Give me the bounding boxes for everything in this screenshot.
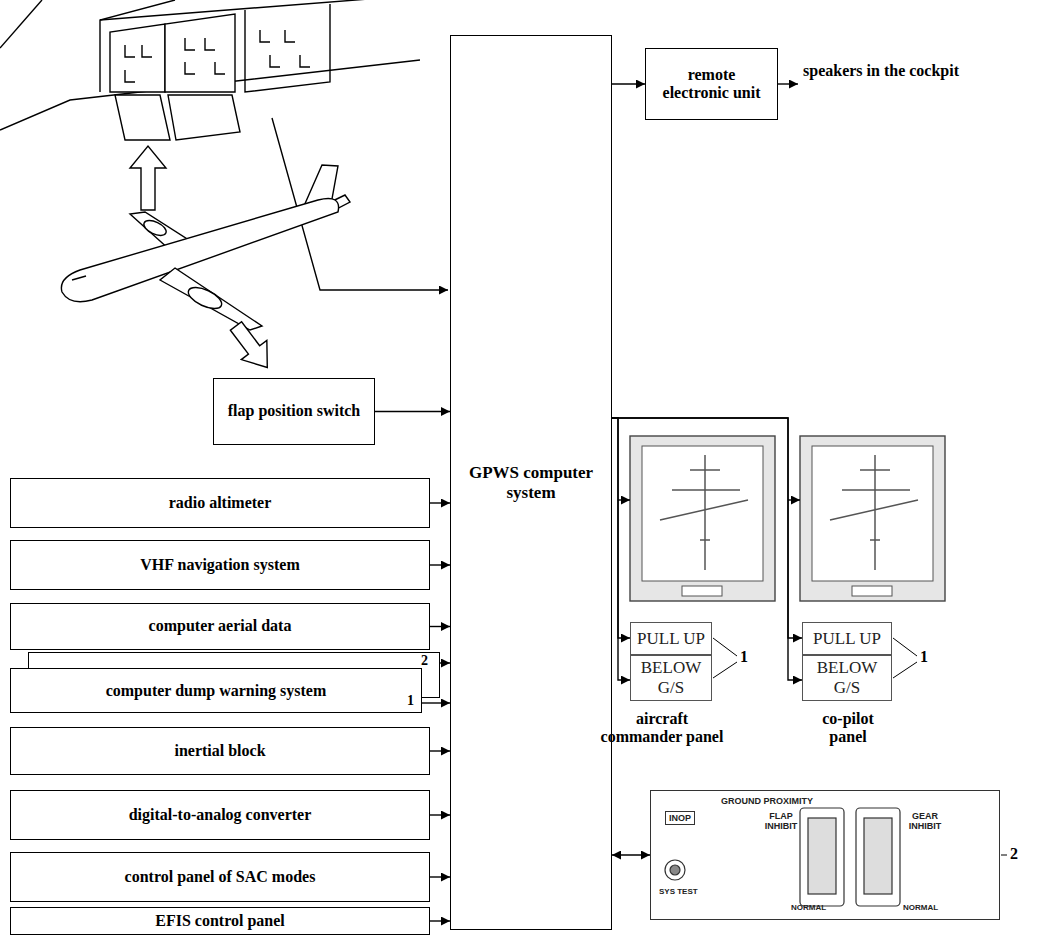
panel-label: aircraft commander panel [595, 710, 729, 747]
signal-connector [612, 418, 802, 638]
node-text: SYS TEST [659, 887, 698, 896]
node-text: GEAR INHIBIT [907, 811, 943, 831]
node-text: GPWS computer system [459, 463, 603, 502]
node-text: inertial block [174, 742, 265, 760]
node-text: PULL UP [813, 629, 881, 649]
node-text: NORMAL [791, 903, 826, 912]
unit-box: remote electronic unit [645, 48, 778, 120]
signal-connector [430, 920, 450, 921]
warning-light: BELOW G/S [630, 655, 712, 701]
signal-connector [430, 814, 450, 815]
signal-connector [430, 626, 450, 627]
signal-connector [430, 502, 450, 503]
node-text: digital-to-analog converter [129, 806, 312, 824]
node-text: remote electronic unit [654, 66, 769, 103]
node-text: radio altimeter [169, 494, 272, 512]
input-box: radio altimeter [10, 478, 430, 528]
node-text: control panel of SAC modes [125, 868, 316, 886]
node-text: 2 [421, 653, 428, 669]
node-text: FLAP INHIBIT [763, 811, 799, 831]
input-box: EFIS control panel [10, 907, 430, 935]
signal-connector [430, 750, 450, 751]
callout-number: 1 [740, 648, 754, 666]
panel-controls [665, 808, 900, 906]
callout-number: 2 [1010, 845, 1030, 863]
input-box: inertial block [10, 727, 430, 775]
node-text: BELOW G/S [637, 658, 705, 697]
signal-connector [612, 418, 802, 680]
signal-connector [375, 411, 450, 412]
node-text: PULL UP [637, 629, 705, 649]
hollow-arrow [130, 146, 280, 377]
node-text: EFIS control panel [155, 912, 285, 930]
signal-connector [430, 564, 450, 565]
node-text: 1 [407, 693, 414, 709]
signal-connector [440, 662, 450, 663]
input-box: computer dump warning system1 [10, 668, 422, 713]
node-text: computer aerial data [149, 617, 292, 635]
node-text: GROUND PROXIMITY [721, 796, 813, 806]
node-text: flap position switch [228, 402, 360, 420]
signal-connector [612, 418, 630, 680]
speaker-arrow [778, 83, 798, 84]
display-feed [618, 499, 800, 500]
input-box: control panel of SAC modes [10, 852, 430, 902]
signal-connector [612, 854, 650, 855]
node-text: computer dump warning system [11, 681, 421, 699]
warning-light: BELOW G/S [802, 655, 892, 701]
signal-connector [612, 418, 630, 638]
signal-connector [612, 83, 645, 84]
node-text: INOP [665, 811, 695, 825]
node-text: BELOW G/S [809, 658, 885, 697]
computer-box: GPWS computer system [450, 35, 612, 930]
node-text: VHF navigation system [140, 556, 299, 574]
control-panel: GROUND PROXIMITY INOP FLAP INHIBIT GEAR INH… [650, 790, 1000, 920]
wing-detail [0, 0, 420, 140]
input-box: computer aerial data [10, 603, 430, 650]
signal-connector [422, 702, 450, 703]
panel-label: co-pilot panel [802, 710, 894, 747]
warning-light: PULL UP [802, 622, 892, 655]
airplane-illustration [61, 165, 350, 330]
signal-connector [430, 876, 450, 877]
warning-light: PULL UP [630, 622, 712, 655]
callout-number: 1 [920, 648, 934, 666]
speaker-label: speakers in the cockpit [803, 62, 988, 80]
input-box: digital-to-analog converter [10, 790, 430, 840]
flap-signal-line [272, 118, 448, 290]
input-box: VHF navigation system [10, 540, 430, 590]
switch-box: flap position switch [213, 378, 375, 445]
node-text: NORMAL [903, 903, 938, 912]
